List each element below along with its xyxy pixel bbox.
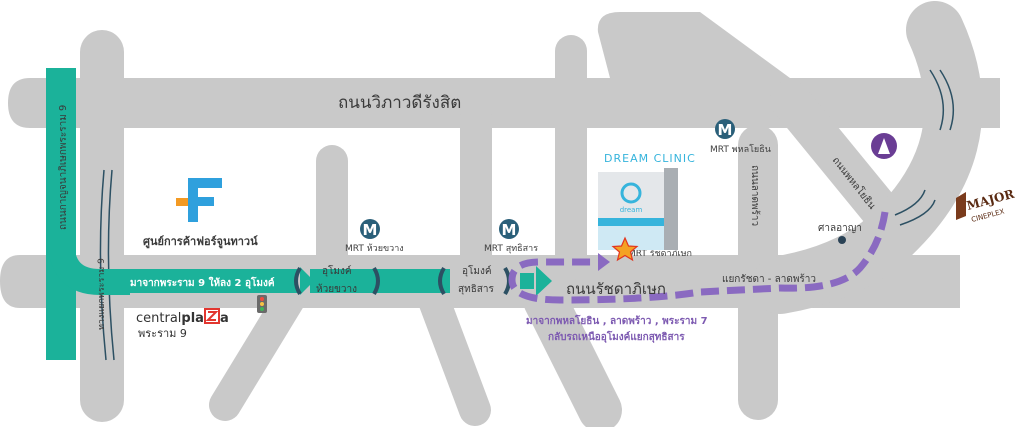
- fortune-logo-bar-orange: [176, 198, 188, 206]
- purple-route-arrow: [598, 253, 610, 271]
- building-side: [664, 168, 678, 250]
- lane-marks-left: [99, 169, 107, 361]
- label-lat-phrao: ถนนลาดพร้าว: [749, 165, 761, 226]
- temple-emblem-icon: [871, 133, 897, 159]
- label-mrt-huai-khwang: MRT ห้วยขวาง: [345, 243, 404, 254]
- mrt-sutthisan: M MRT สุทธิสาร: [484, 219, 538, 254]
- label-court: ศาลอาญา: [818, 223, 862, 234]
- label-rama9-vertical: ถนนกาญจนาภิเษกพระราม 9: [58, 105, 69, 230]
- road-vibhavadi: [8, 78, 1000, 128]
- central-plaza-c: a: [220, 311, 229, 326]
- label-rama9-junction: ทางแยกพระราม 9: [97, 258, 107, 330]
- road-vertical-3: [555, 35, 587, 280]
- major-logo-mark: [956, 192, 966, 220]
- traffic-light-yellow: [260, 302, 264, 306]
- central-plaza-b: pla: [181, 311, 204, 326]
- green-route-arrow-2: [536, 266, 552, 296]
- green-route-arrow-1: [300, 267, 314, 295]
- mrt-icon: [715, 119, 735, 139]
- court-marker-icon: [838, 236, 846, 244]
- dream-logo-icon: [620, 182, 642, 204]
- label-mrt-phahon: MRT พหลโยธิน: [710, 144, 771, 155]
- road-diagonal-right: [523, 278, 622, 427]
- dream-clinic-building: dream: [598, 168, 678, 250]
- building-band: [598, 218, 664, 226]
- mrt-icon-letter: M: [363, 221, 378, 239]
- label-mrt-sutthisan: MRT สุทธิสาร: [484, 243, 538, 254]
- label-ratchada-intersection: แยกรัชดา - ลาดพร้าว: [722, 273, 816, 285]
- mrt-phahon: M MRT พหลโยธิน: [710, 119, 771, 155]
- label-vibhavadi: ถนนวิภาวดีรังสิต: [338, 93, 461, 113]
- lane-marks-phahon-4: [899, 199, 936, 226]
- road-top-right: [597, 12, 790, 78]
- road-diagonal-upper: [770, 80, 900, 230]
- dream-logo-text: dream: [620, 206, 643, 214]
- emblem-shape: [878, 138, 890, 154]
- green-route-segment-1: [128, 269, 298, 293]
- label-ratchada: ถนนรัชดาภิเษก: [566, 280, 666, 298]
- central-plaza: centralpla a พระราม 9: [136, 308, 229, 340]
- lane-marks-phahon-2: [939, 69, 955, 131]
- purple-route: [508, 211, 889, 304]
- tunnel-marker-huai-khwang-right: [372, 266, 380, 296]
- central-plaza-a: central: [136, 311, 181, 326]
- mrt-icon: [360, 219, 380, 239]
- tunnel-marker-sutthisan-left: [438, 266, 446, 296]
- traffic-light-red: [260, 297, 264, 301]
- road-rama9-vertical: [80, 30, 124, 422]
- mrt-huai-khwang: M MRT ห้วยขวาง: [345, 219, 404, 254]
- label-dream-clinic: DREAM CLINIC: [604, 152, 696, 165]
- green-route-vertical: [46, 68, 76, 360]
- major-cineplex-logo: MAJOR CINEPLEX: [956, 187, 1017, 224]
- fortune-logo-mid: [188, 197, 214, 206]
- road-vertical-1: [316, 145, 348, 275]
- label-green-route: มาจากพระราม 9 ให้ลง 2 อุโมงค์: [130, 276, 275, 289]
- major-line1: MAJOR: [965, 187, 1017, 213]
- label-fortune-town: ศูนย์การค้าฟอร์จูนทาวน์: [143, 235, 258, 249]
- mrt-icon: [499, 219, 519, 239]
- fortune-town-logo: [176, 178, 222, 222]
- lane-marks-phahon-1: [929, 69, 945, 131]
- road-vertical-2: [460, 100, 492, 280]
- mrt-icon-letter: M: [718, 121, 733, 139]
- tunnel-marker-huai-khwang-left: [294, 266, 302, 296]
- label-mrt-ratchadaphisek: MRT รัชดาภิเษก: [628, 248, 692, 259]
- label-tunnel-huai-khwang-1: อุโมงค์: [322, 264, 352, 277]
- central-plaza-z-icon: [205, 311, 219, 321]
- central-plaza-name: centralpla: [136, 311, 204, 326]
- green-route-curve: [48, 239, 130, 295]
- star-marker-icon: [611, 236, 639, 262]
- road-ratchada: [0, 255, 960, 308]
- lane-marks-phahon-3: [894, 189, 926, 216]
- lane-marks-left-2: [107, 169, 115, 361]
- mrt-icon-letter: M: [502, 221, 517, 239]
- label-tunnel-sutthisan-1: อุโมงค์: [462, 264, 492, 277]
- road-phahon: [751, 1, 983, 314]
- road-diagonal-left: [209, 274, 311, 421]
- label-purple-route-1: มาจากพหลโยธิน , ลาดพร้าว , พระราม 7: [526, 314, 708, 327]
- traffic-light-icon: [257, 295, 267, 313]
- label-tunnel-huai-khwang-2: ห้วยขวาง: [316, 283, 357, 295]
- road-diagonal-mid: [414, 274, 491, 426]
- central-plaza-rama9: พระราม 9: [138, 327, 187, 340]
- traffic-light-green: [260, 307, 264, 311]
- fortune-logo-top: [188, 178, 222, 188]
- label-tunnel-sutthisan-2: สุทธิสาร: [458, 284, 495, 295]
- label-purple-route-2: กลับรถเหนืออุโมงค์แยกสุทธิสาร: [548, 330, 685, 343]
- green-route-dash-1: [520, 273, 534, 289]
